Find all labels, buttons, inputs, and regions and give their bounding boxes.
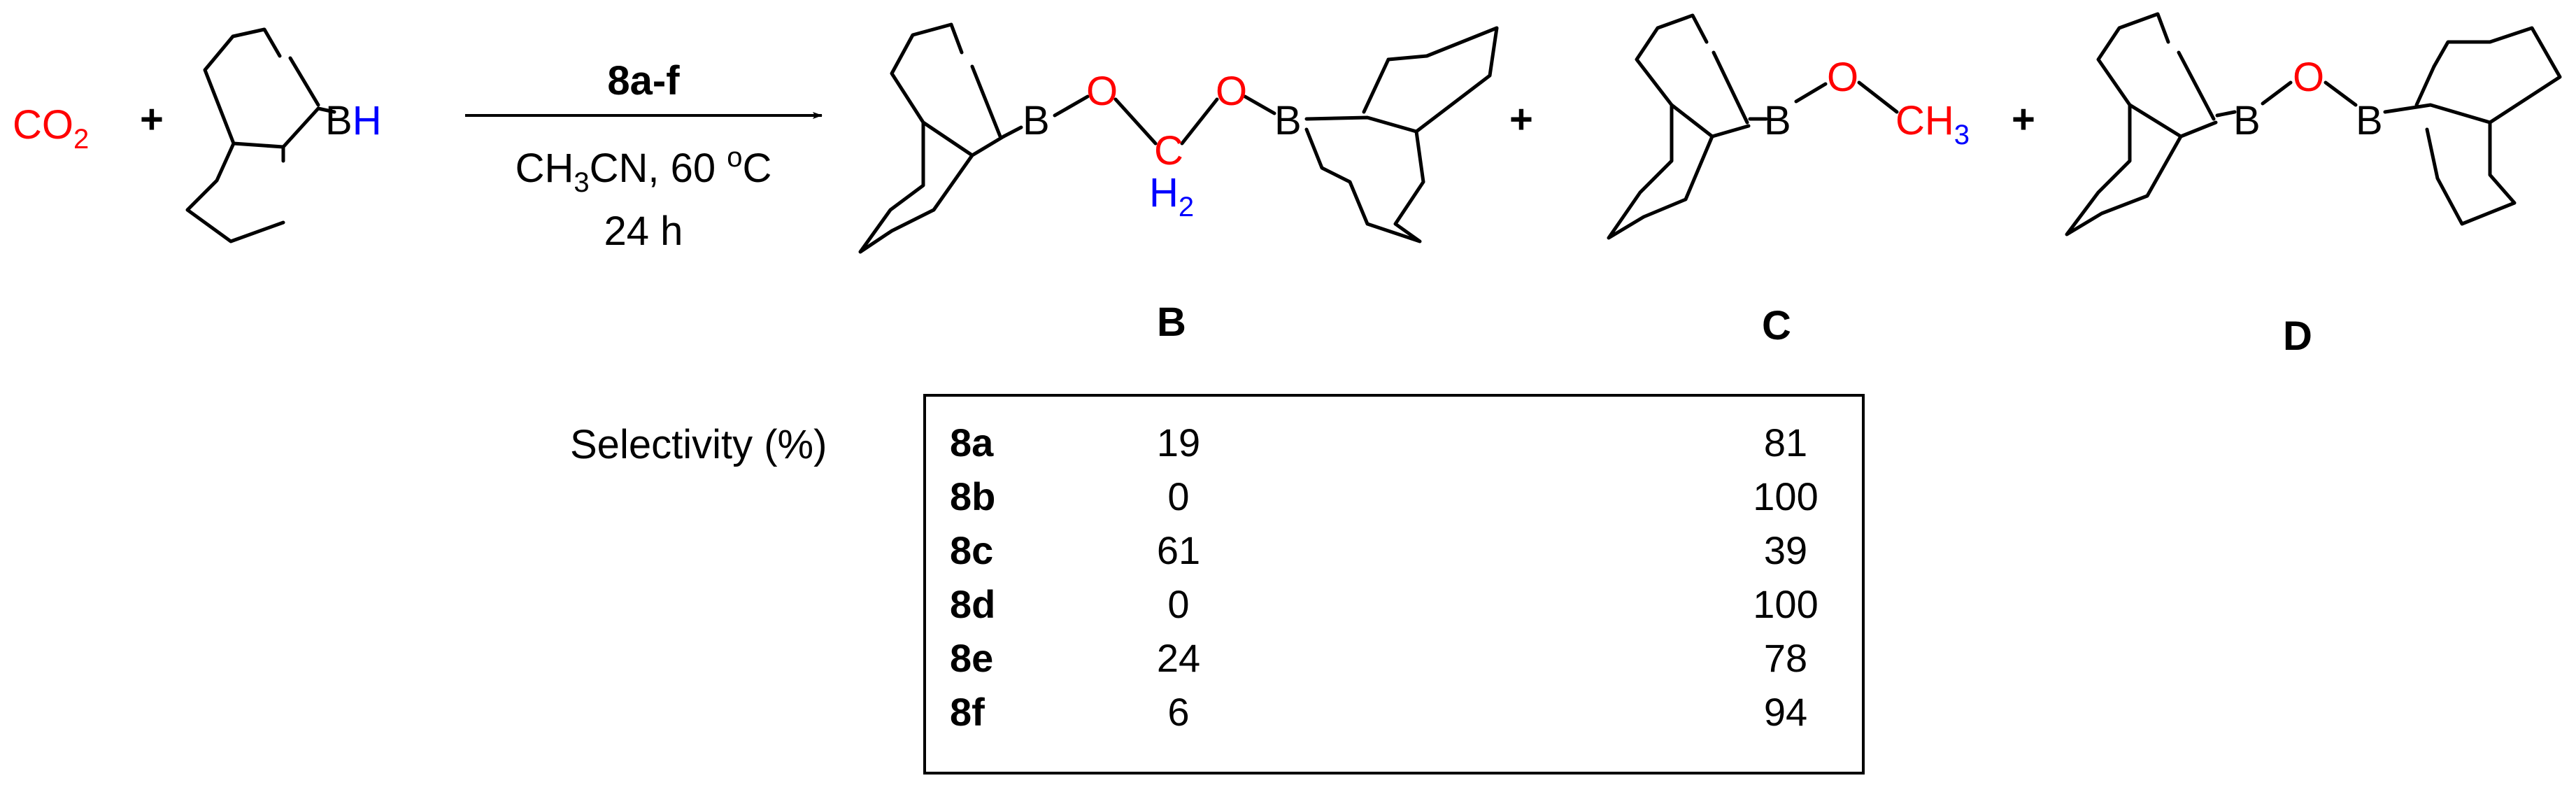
table-selectivity-b-8f: 6 [1167,690,1189,734]
compound-label-d: D [2283,313,2312,359]
table-catalyst-8f: 8f [950,690,985,734]
table-selectivity-c-8e: 78 [1764,636,1807,680]
product-b-right-bbn [1304,26,1499,243]
product-d-right-bbn [2383,26,2562,226]
product-b-boron-2: B [1274,98,1302,143]
plus-sign-products-1: + [1509,97,1533,142]
product-b-left-bbn [858,22,1023,254]
product-c-bbn [1607,13,1768,240]
catalyst-label: 8a-f [607,58,680,104]
plus-sign-reactants: + [140,97,164,142]
product-d-boron-2: B [2356,98,2383,143]
solvent-temperature-label: CH3CN, 60 oC [515,142,772,198]
selectivity-table-border [923,394,1865,775]
table-selectivity-b-8b: 0 [1167,474,1189,518]
table-selectivity-c-8c: 39 [1764,528,1807,572]
table-catalyst-8d: 8d [950,582,995,626]
compound-label-b: B [1157,299,1186,345]
product-b-h2: H2 [1149,170,1194,222]
product-c-boron: B [1764,98,1791,143]
product-d-oxygen: O [2293,55,2324,100]
table-selectivity-c-8d: 100 [1753,582,1818,626]
table-selectivity-b-8c: 61 [1157,528,1200,572]
bbn-reactant-structure [185,27,336,243]
product-c-oxygen: O [1827,55,1858,100]
product-c-linker-bonds [1794,80,1899,114]
table-catalyst-8a: 8a [950,420,994,465]
table-selectivity-c-8a: 81 [1764,420,1807,465]
product-d-linker-bonds [2261,80,2358,107]
product-c-methyl: CH3 [1895,98,1970,150]
plus-sign-products-2: + [2012,97,2035,142]
borane-boron-label: BH [325,98,382,143]
selectivity-title: Selectivity (%) [570,422,827,467]
product-b-oxygen-2: O [1216,69,1247,114]
compound-label-c: C [1762,303,1791,348]
co2-formula: CO2 [13,102,89,155]
table-selectivity-c-8f: 94 [1764,690,1807,734]
product-d-left-bbn [2065,12,2237,236]
table-selectivity-b-8a: 19 [1157,420,1200,465]
table-selectivity-b-8d: 0 [1167,582,1189,626]
time-label: 24 h [604,208,683,254]
product-b-oxygen-1: O [1086,69,1118,114]
table-catalyst-8e: 8e [950,636,993,680]
product-b-carbon: C [1154,128,1183,174]
table-catalyst-8c: 8c [950,528,993,572]
product-b-linker-bonds [1053,94,1276,146]
product-b-boron-1: B [1023,98,1050,143]
product-d-boron-1: B [2233,98,2261,143]
table-catalyst-8b: 8b [950,474,995,518]
table-selectivity-b-8e: 24 [1157,636,1200,680]
table-selectivity-c-8b: 100 [1753,474,1818,518]
